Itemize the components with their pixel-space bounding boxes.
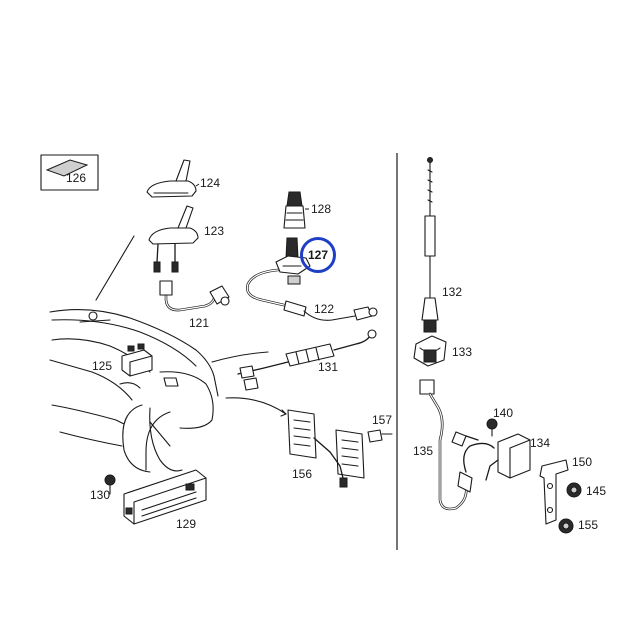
callout-121[interactable]: 121 [189,316,209,330]
part-125-antenna-amplifier[interactable] [121,343,153,377]
callout-129[interactable]: 129 [176,517,196,531]
highlight-ring-127 [300,237,336,273]
callout-140[interactable]: 140 [493,406,513,420]
vehicle-outline [49,235,287,473]
part-131-cable-module[interactable] [237,329,377,391]
callout-132[interactable]: 132 [442,285,462,299]
part-124-roof-antenna[interactable] [146,159,197,198]
callout-124[interactable]: 124 [200,176,220,190]
part-128-antenna-cover[interactable] [283,191,306,229]
callout-128[interactable]: 128 [311,202,331,216]
callout-126[interactable]: 126 [66,171,86,185]
part-155-nut[interactable] [558,518,574,534]
part-157-bolt[interactable] [367,429,393,443]
callout-133[interactable]: 133 [452,345,472,359]
part-134-amplifier-module[interactable] [485,433,531,481]
part-145-nut[interactable] [566,482,582,498]
callout-130[interactable]: 130 [90,488,110,502]
part-132-rod-antenna[interactable] [421,157,439,333]
part-140-fitting[interactable] [486,418,498,437]
callout-125[interactable]: 125 [92,359,112,373]
part-123-roof-antenna-base[interactable] [148,205,199,273]
callout-122[interactable]: 122 [314,302,334,316]
part-133-antenna-mount[interactable] [413,335,447,395]
callout-123[interactable]: 123 [204,224,224,238]
part-129-control-unit[interactable] [123,469,207,525]
callout-145[interactable]: 145 [586,484,606,498]
callout-157[interactable]: 157 [372,413,392,427]
part-130-screw[interactable] [104,474,116,495]
callout-155[interactable]: 155 [578,518,598,532]
callout-156[interactable]: 156 [292,467,312,481]
callout-150[interactable]: 150 [572,455,592,469]
callout-131[interactable]: 131 [318,360,338,374]
callout-135[interactable]: 135 [413,444,433,458]
callout-134[interactable]: 134 [530,436,550,450]
part-150-bracket[interactable] [539,459,569,525]
part-156-window-antenna[interactable] [287,409,365,488]
part-126-label-plate[interactable] [40,154,99,191]
part-121-antenna-cable[interactable] [159,280,230,312]
callout-127[interactable]: 127 [308,248,328,262]
part-122-antenna-cable[interactable] [246,268,378,321]
part-135-antenna-cable[interactable] [428,392,495,511]
